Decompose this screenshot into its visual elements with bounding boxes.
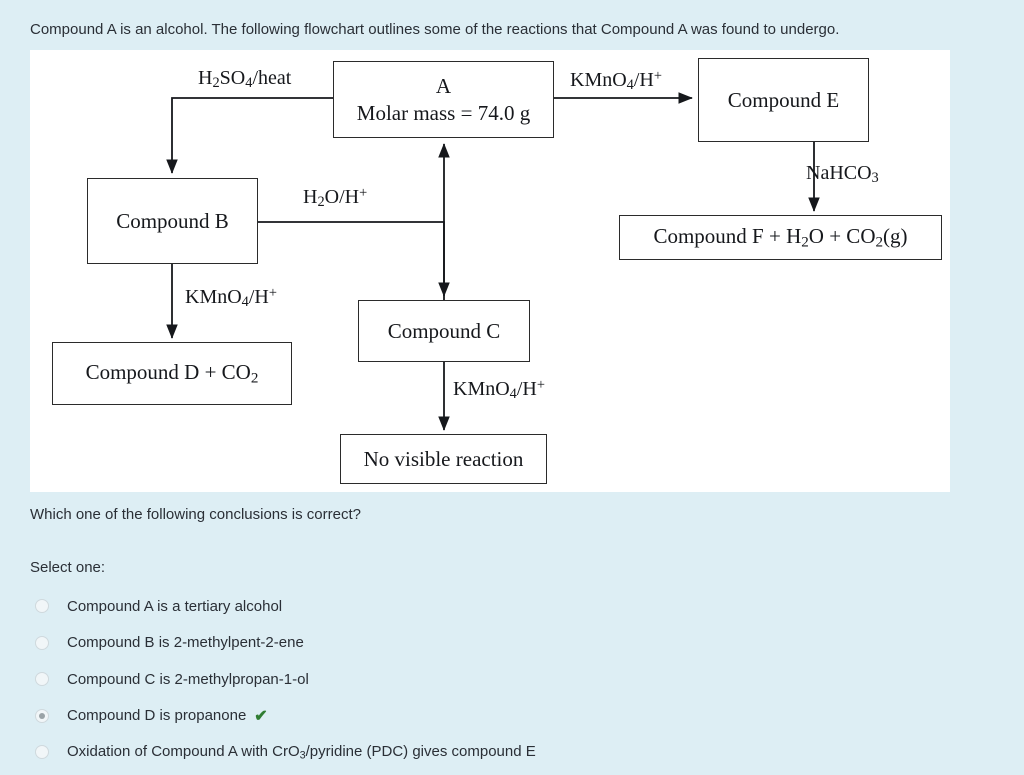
option-row-1[interactable]: Compound A is a tertiary alcohol: [30, 588, 990, 625]
node-compound-b: Compound B: [87, 178, 258, 264]
radio-option-1[interactable]: [35, 599, 49, 614]
radio-option-3[interactable]: [35, 672, 49, 687]
node-compound-e: Compound E: [698, 58, 869, 142]
flowchart-connectors: [166, 92, 820, 431]
edge-label-a-to-e: KMnO4/H+: [570, 68, 662, 94]
option-row-3[interactable]: Compound C is 2-methylpropan-1-ol: [30, 661, 990, 698]
radio-option-2[interactable]: [35, 635, 49, 650]
node-nvr-title: No visible reaction: [363, 446, 524, 471]
edge-label-a-to-b: H2SO4/heat: [198, 67, 292, 92]
option-label-4: Compound D is propanone: [67, 707, 247, 725]
node-compound-f: Compound F + H2O + CO2(g): [619, 215, 942, 260]
node-a-molar-mass: Molar mass = 74.0 g: [356, 100, 531, 125]
edge-label-b-to-c: H2O/H+: [303, 185, 368, 211]
edge-label-c-to-nvr: KMnO4/H+: [453, 377, 545, 403]
node-c-title: Compound C: [387, 318, 501, 343]
option-label-1: Compound A is a tertiary alcohol: [67, 597, 283, 615]
edge-label-b-to-d: KMnO4/H+: [185, 285, 277, 311]
option-row-2[interactable]: Compound B is 2-methylpent-2-ene: [30, 625, 990, 662]
wire-a-to-b: [166, 97, 333, 174]
node-f-title: Compound F + H2O + CO2(g): [653, 223, 908, 251]
node-compound-d: Compound D + CO2: [52, 342, 292, 405]
node-compound-c: Compound C: [358, 300, 530, 362]
radio-option-5[interactable]: [35, 745, 49, 760]
node-e-title: Compound E: [727, 87, 840, 112]
correct-answer-check-icon: ✔: [254, 707, 268, 725]
question-prompt: Which one of the following conclusions i…: [30, 506, 361, 523]
select-one-label: Select one:: [30, 559, 106, 576]
radio-option-4[interactable]: [35, 708, 49, 723]
node-a-title: A: [435, 74, 452, 99]
wire-b-to-c: [258, 221, 450, 297]
node-compound-a: A Molar mass = 74.0 g: [333, 61, 554, 138]
option-label-5: Oxidation of Compound A with CrO3/pyridi…: [67, 743, 536, 762]
option-row-4[interactable]: Compound D is propanone ✔: [30, 698, 990, 735]
option-label-3: Compound C is 2-methylpropan-1-ol: [67, 670, 309, 688]
option-label-2: Compound B is 2-methylpent-2-ene: [67, 634, 304, 652]
node-b-title: Compound B: [116, 208, 229, 233]
node-no-visible-reaction: No visible reaction: [340, 434, 547, 484]
edge-label-e-to-f: NaHCO3: [806, 162, 879, 187]
flowchart-canvas: A Molar mass = 74.0 g Compound B Compoun…: [30, 50, 950, 492]
node-d-title: Compound D + CO2: [85, 359, 259, 387]
option-row-5[interactable]: Oxidation of Compound A with CrO3/pyridi…: [30, 734, 990, 771]
question-stem: Compound A is an alcohol. The following …: [30, 21, 840, 38]
answer-options: Compound A is a tertiary alcohol Compoun…: [30, 588, 990, 771]
flowchart-panel: A Molar mass = 74.0 g Compound B Compoun…: [30, 50, 950, 492]
